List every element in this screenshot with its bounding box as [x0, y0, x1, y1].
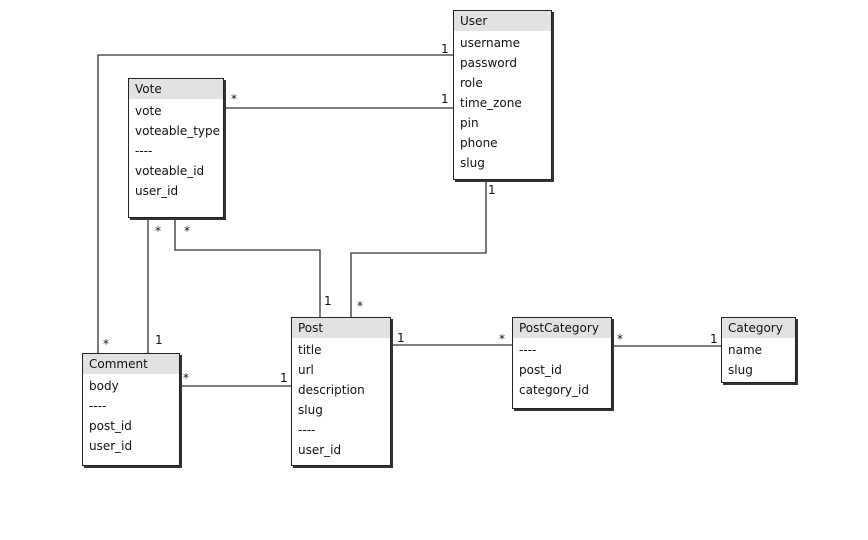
- multiplicity-user-vote-vote: *: [231, 92, 237, 106]
- multiplicity-post-vote-vote: *: [184, 224, 190, 238]
- multiplicity-comment-vote-vote: *: [155, 224, 161, 238]
- multiplicity-post-vote-post: 1: [324, 294, 332, 308]
- multiplicity-user-vote-user: 1: [441, 92, 449, 106]
- multiplicity-post-comment-post: 1: [280, 371, 288, 385]
- entity-post: Post title url description slug ---- use…: [291, 317, 391, 466]
- attribute: phone: [460, 136, 498, 150]
- multiplicity-user-post-user: 1: [488, 183, 496, 197]
- attribute-separator: ----: [89, 399, 107, 413]
- attribute: user_id: [89, 439, 133, 453]
- attribute: time_zone: [460, 96, 522, 110]
- multiplicity-user-comment-comment: *: [103, 337, 109, 351]
- entity-postcategory: PostCategory ---- post_id category_id: [512, 317, 612, 409]
- entity-user: User username password role time_zone pi…: [453, 10, 552, 180]
- attribute: post_id: [89, 419, 132, 433]
- multiplicity-user-post-post: *: [357, 299, 363, 313]
- attribute: vote: [135, 104, 162, 118]
- attribute-separator: ----: [519, 343, 537, 357]
- attribute: name: [728, 343, 763, 357]
- multiplicity-post-postcategory-postcategory: *: [499, 332, 505, 346]
- rel-user-post-line: [350, 180, 487, 317]
- attribute: slug: [460, 156, 485, 170]
- multiplicity-post-postcategory-post: 1: [397, 331, 405, 345]
- attribute-separator: ----: [135, 144, 153, 158]
- attribute: description: [298, 383, 365, 397]
- multiplicity-category-postcategory-postcategory: *: [617, 332, 623, 346]
- multiplicity-comment-vote-comment: 1: [155, 333, 163, 347]
- rel-post-vote-line: [174, 218, 321, 317]
- rel-user-comment-line: [97, 54, 453, 353]
- multiplicity-post-comment-comment: *: [183, 371, 189, 385]
- multiplicity-category-postcategory-category: 1: [710, 332, 718, 346]
- attribute: post_id: [519, 363, 562, 377]
- entity-user-title: User: [454, 11, 551, 31]
- attribute: category_id: [519, 383, 589, 397]
- attribute: body: [89, 379, 119, 393]
- entity-category: Category name slug: [721, 317, 796, 383]
- entity-vote: Vote vote voteable_type ---- voteable_id…: [128, 78, 224, 218]
- attribute-separator: ----: [298, 423, 316, 437]
- attribute: user_id: [135, 184, 179, 198]
- entity-post-title: Post: [292, 318, 390, 338]
- entity-vote-title: Vote: [129, 79, 223, 99]
- entity-category-title: Category: [722, 318, 795, 338]
- attribute: username: [460, 36, 520, 50]
- attribute: slug: [728, 363, 753, 377]
- attribute: title: [298, 343, 322, 357]
- entity-comment: Comment body ---- post_id user_id: [82, 353, 180, 466]
- entity-postcategory-title: PostCategory: [513, 318, 611, 338]
- attribute: password: [460, 56, 517, 70]
- attribute: url: [298, 363, 314, 377]
- attribute: slug: [298, 403, 323, 417]
- attribute: user_id: [298, 443, 342, 457]
- multiplicity-user-comment-user: 1: [441, 42, 449, 56]
- entity-comment-title: Comment: [83, 354, 179, 374]
- attribute: pin: [460, 116, 479, 130]
- attribute: voteable_type: [135, 124, 221, 138]
- attribute: role: [460, 76, 483, 90]
- attribute: voteable_id: [135, 164, 205, 178]
